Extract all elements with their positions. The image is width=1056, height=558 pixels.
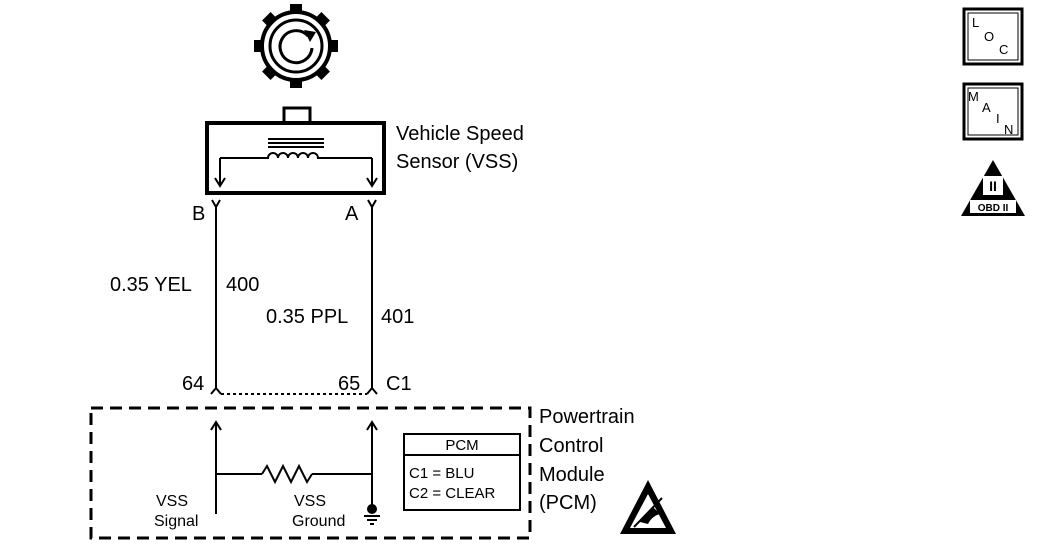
sensor-name-line1: Vehicle Speed [396, 123, 524, 145]
pcm-name-line2: Control [539, 435, 603, 457]
wire-401-circuit: 401 [381, 306, 414, 328]
vss-ground-label-1: VSS [294, 493, 326, 510]
wire-400-gauge-color: 0.35 YEL [110, 274, 192, 296]
vss-signal-label-2: Signal [154, 513, 198, 530]
loc-button[interactable]: L O C [962, 7, 1024, 66]
ground-symbol-icon [364, 504, 380, 525]
obd-label: OBD II [978, 203, 1009, 214]
vss-ground-label-2: Ground [292, 513, 345, 530]
table-row-c1: C1 = BLU [409, 465, 474, 482]
sensor-name-line2: Sensor (VSS) [396, 151, 518, 173]
loc-letter-o: O [984, 29, 994, 44]
main-button[interactable]: M A I N [962, 82, 1024, 141]
obd-ii-button[interactable]: II OBD II [961, 160, 1025, 216]
obd-roman-numeral: II [989, 178, 997, 194]
wire-401-gauge-color: 0.35 PPL [266, 306, 348, 328]
sensor-coil-icon [220, 152, 372, 159]
terminal-b-label: B [192, 203, 205, 225]
vss-sensor-body [205, 106, 386, 195]
wire-400-circuit: 400 [226, 274, 259, 296]
pcm-connector-label: C1 [386, 373, 412, 395]
pcm-internal-circuit [210, 420, 378, 514]
loc-letter-c: C [999, 42, 1008, 57]
resistor-icon [261, 463, 313, 485]
main-letter-n: N [1004, 122, 1013, 137]
table-row-c2: C2 = CLEAR [409, 485, 495, 502]
pcm-name-line1: Powertrain [539, 406, 635, 428]
pcm-name-line4: (PCM) [539, 492, 597, 514]
pcm-boundary [89, 406, 532, 540]
terminal-a-label: A [345, 203, 359, 225]
vss-signal-label-1: VSS [156, 493, 188, 510]
loc-letter-l: L [972, 15, 979, 30]
pcm-connector-c1 [210, 386, 378, 395]
main-letter-i: I [996, 111, 1000, 126]
table-header: PCM [445, 437, 478, 454]
reluctor-gear-icon [254, 4, 338, 88]
pcm-pin-64: 64 [182, 373, 204, 395]
pcm-connector-table: PCM C1 = BLU C2 = CLEAR [403, 433, 521, 511]
pcm-pin-65: 65 [338, 373, 360, 395]
pcm-name-line3: Module [539, 464, 605, 486]
main-letter-m: M [968, 89, 979, 104]
main-letter-a: A [982, 100, 991, 115]
esd-warning-icon [620, 480, 676, 534]
